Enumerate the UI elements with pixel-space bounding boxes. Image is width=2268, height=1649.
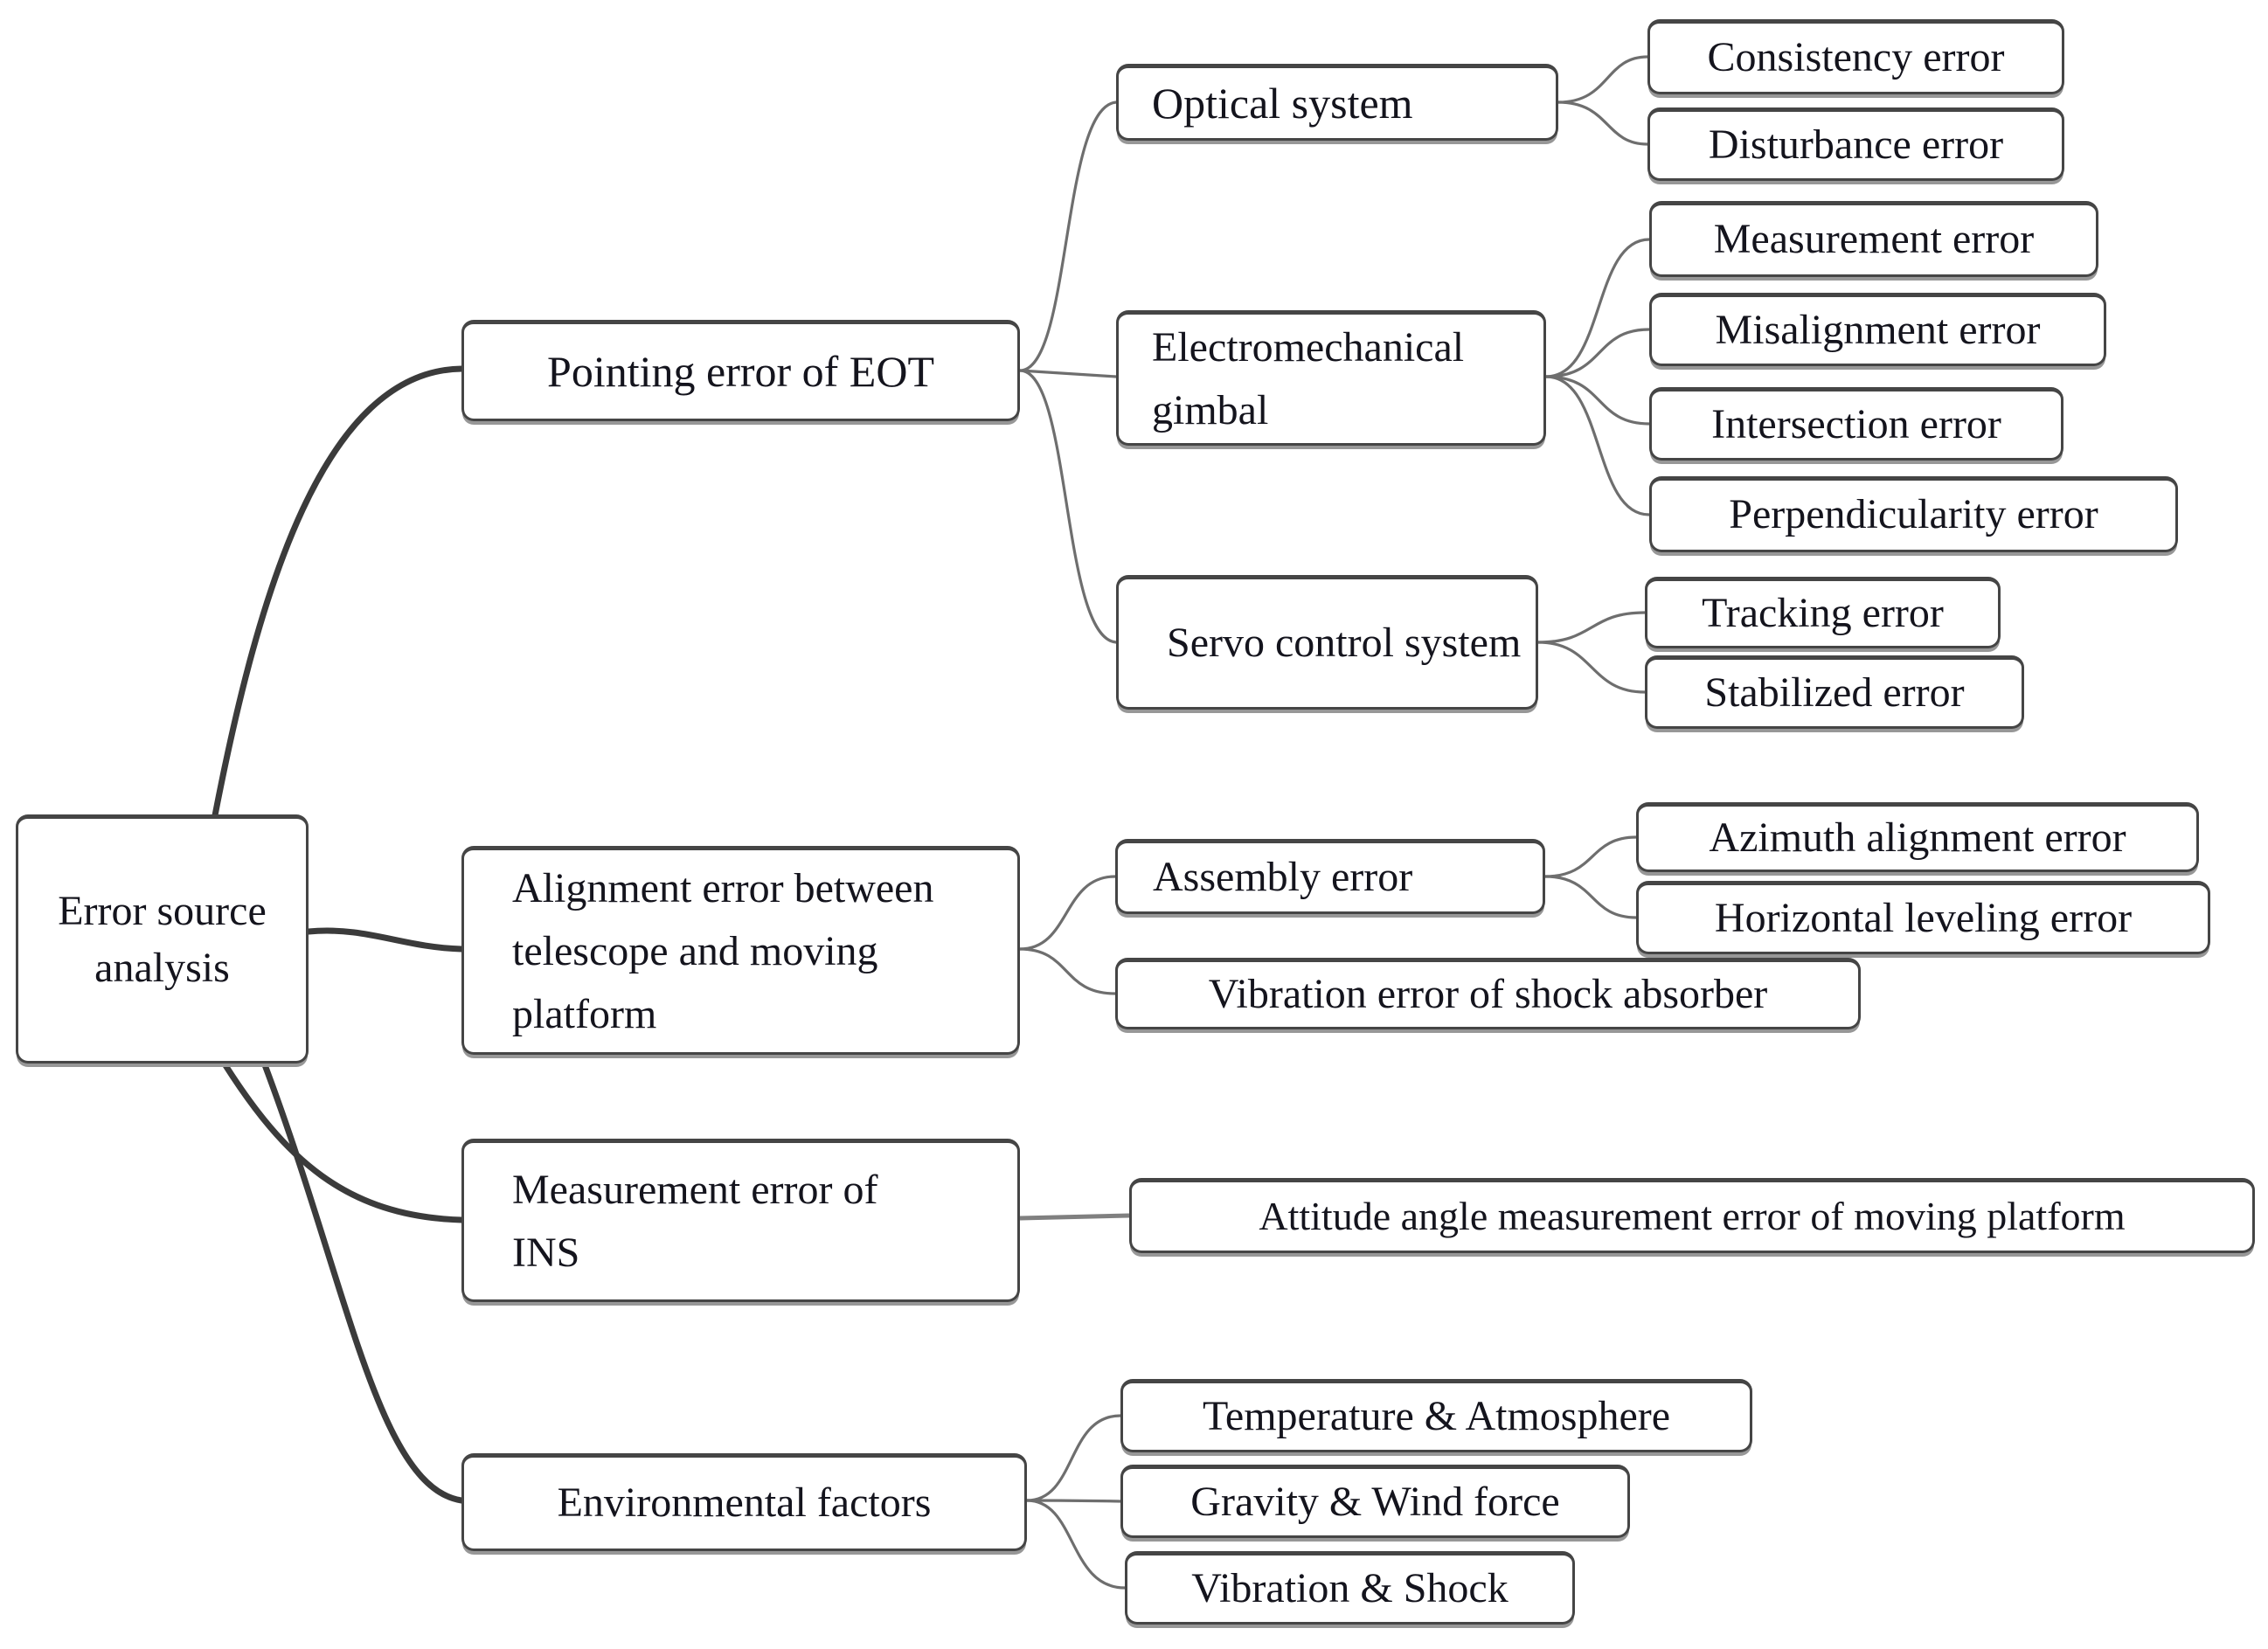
connector-root-to-alignment-error (305, 927, 465, 953)
connector-ins-to-attitude (1019, 1213, 1130, 1221)
node-azimuth-alignment-error: Azimuth alignment error (1636, 802, 2199, 872)
node-misalignment-error: Misalignment error (1649, 293, 2106, 366)
connector-gimbal-to-measurement (1544, 238, 1651, 378)
connector-pointing-to-optical (1018, 100, 1118, 372)
node-pointing-error-of-eot: Pointing error of EOT (461, 320, 1020, 421)
connector-root-to-environmental (260, 1059, 465, 1504)
node-measurement-error: Measurement error (1649, 201, 2098, 277)
node-temperature-atmosphere: Temperature & Atmosphere (1120, 1379, 1752, 1452)
node-intersection-error: Intersection error (1649, 387, 2063, 461)
node-error-source-analysis: Error source analysis (16, 814, 309, 1064)
node-assembly-error: Assembly error (1115, 839, 1545, 914)
node-stabilized-error: Stabilized error (1645, 655, 2024, 729)
node-electromechanical-gimbal: Electromechanical gimbal (1116, 310, 1546, 446)
node-optical-system: Optical system (1116, 64, 1558, 141)
node-tracking-error: Tracking error (1645, 577, 2001, 648)
node-measurement-error-of-ins: Measurement error of INS (461, 1139, 1020, 1302)
connector-optical-to-disturbance (1557, 100, 1649, 146)
connector-alignment-to-assembly (1018, 875, 1117, 951)
connector-gimbal-to-intersection (1544, 375, 1651, 426)
connector-assembly-to-azimuth (1543, 835, 1638, 878)
connector-pointing-to-servo (1018, 369, 1118, 644)
connector-optical-to-consistency (1557, 55, 1649, 104)
connector-gimbal-to-misalignment (1544, 328, 1651, 378)
node-gravity-wind-force: Gravity & Wind force (1120, 1465, 1630, 1538)
node-servo-control-system: Servo control system (1116, 575, 1538, 710)
node-disturbance-error: Disturbance error (1647, 107, 2064, 181)
node-consistency-error: Consistency error (1647, 19, 2064, 94)
connector-root-to-pointing-error (212, 365, 465, 819)
connector-alignment-to-vibration-absorber (1018, 947, 1117, 995)
connector-gimbal-to-perpendicularity (1544, 375, 1651, 516)
connector-assembly-to-horizontal (1543, 875, 1638, 919)
connector-servo-to-stabilized (1536, 641, 1647, 694)
node-perpendicularity-error: Perpendicularity error (1649, 476, 2178, 552)
connector-environmental-to-vibration-shock (1025, 1499, 1127, 1590)
node-horizontal-leveling-error: Horizontal leveling error (1636, 881, 2210, 954)
node-environmental-factors: Environmental factors (461, 1453, 1027, 1551)
connector-pointing-to-gimbal (1018, 369, 1118, 378)
node-attitude-angle-measurement-error: Attitude angle measurement error of movi… (1129, 1178, 2255, 1253)
connector-servo-to-tracking (1536, 611, 1647, 644)
node-alignment-error-telescope-platform: Alignment error between telescope and mo… (461, 846, 1020, 1055)
connector-environmental-to-temperature (1025, 1414, 1122, 1502)
connector-root-to-ins-error (220, 1059, 465, 1223)
node-vibration-shock: Vibration & Shock (1125, 1551, 1575, 1625)
node-vibration-error-shock-absorber: Vibration error of shock absorber (1115, 958, 1861, 1029)
connector-environmental-to-gravity (1025, 1499, 1122, 1503)
